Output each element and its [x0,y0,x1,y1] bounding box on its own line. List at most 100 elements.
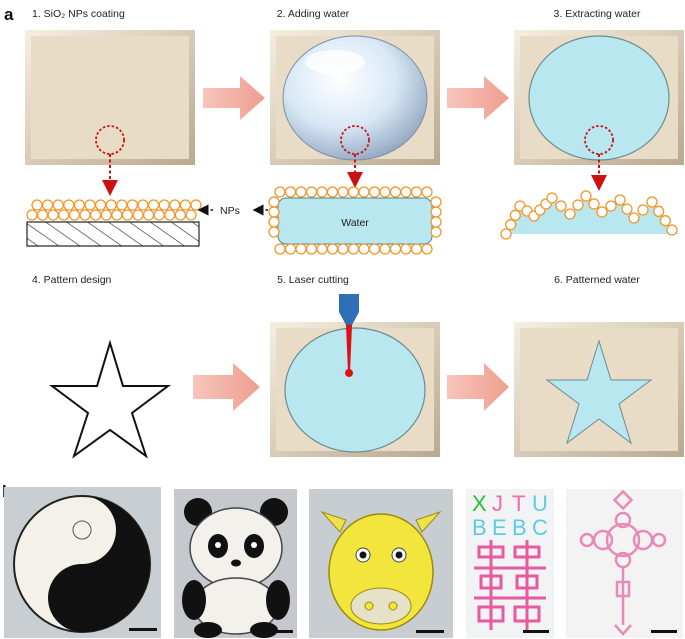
patterned-water-star [545,339,653,445]
nanoparticle [659,215,671,227]
nanoparticle [337,243,349,255]
nanoparticle [100,209,112,221]
nanoparticle [410,243,423,255]
nanoparticle [268,206,280,218]
nanoparticle [274,243,286,255]
nanoparticle [430,226,442,238]
water-label: Water [341,217,369,229]
nanoparticle [126,199,139,211]
process-arrow-4 [447,363,509,411]
nanoparticle [121,209,134,221]
nanoparticle [31,199,43,211]
nanoparticle [596,206,608,218]
nanoparticle [295,186,307,198]
nanoparticle [36,209,49,221]
np-layer-detail-1 [26,199,202,221]
droplet-highlight [305,50,365,74]
nanoparticle [646,196,658,208]
nanoparticle [58,209,70,221]
nanoparticle [179,199,192,211]
nanoparticle [421,243,433,255]
nanoparticle [41,199,54,211]
step-1-label: 1. SiO₂ NPs coating [32,8,125,20]
nanoparticle [637,204,649,216]
nanoparticle [68,209,81,221]
nanoparticle [89,209,102,221]
panel-a-letter: a [4,5,14,24]
nanoparticle [410,186,423,198]
nanoparticle [73,199,86,211]
nanoparticle [284,186,297,198]
photo-letter: B [472,515,487,540]
nanoparticle [164,209,176,221]
nanoparticle [158,199,170,211]
nanoparticle [580,190,592,202]
process-arrow-2 [447,76,509,120]
step-3-label: 3. Extracting water [554,8,641,20]
nanoparticle [368,186,381,198]
nps-label: NPs [220,205,240,217]
nanoparticle [389,186,402,198]
nanoparticle [368,243,381,255]
nanoparticle [430,216,442,228]
nanoparticle [26,209,38,221]
nanoparticle [268,196,280,208]
nanoparticle [174,209,187,221]
nanoparticle [379,243,391,255]
nanoparticle [509,209,521,221]
zoom-circle-2 [340,125,370,155]
nanoparticle [546,192,558,204]
nanoparticle [190,199,202,211]
nanoparticle [588,198,600,210]
nanoparticle [605,200,617,212]
photo-yin-yang [4,487,161,638]
photo-letter: U [532,491,548,516]
laser-nozzle [339,294,359,325]
nanoparticle [284,243,297,255]
process-arrow-3 [193,363,260,411]
nanoparticle [337,186,349,198]
nanoparticle [572,199,584,211]
nanoparticle [505,219,517,231]
nanoparticle [430,196,442,208]
laser-spot [345,369,353,377]
nanoparticle [111,209,123,221]
photo-letter: T [512,491,525,516]
step-2-label: 2. Adding water [277,8,350,20]
nanoparticle [79,209,91,221]
nanoparticle [400,243,412,255]
water-film-5 [284,327,426,453]
photo-letter: B [512,515,527,540]
photo-ox-head [309,489,453,638]
nanoparticle [105,199,117,211]
photo-letter: E [492,515,507,540]
nanoparticle [628,212,640,224]
nanoparticle [132,209,144,221]
nanoparticle [564,208,576,220]
nanoparticle [358,243,370,255]
nanoparticle [84,199,96,211]
nanoparticle [326,186,339,198]
nanoparticle [358,186,370,198]
nanoparticle [268,226,280,238]
double-happiness-pattern [474,540,546,630]
photo-letter: C [532,515,548,540]
nanoparticle [52,199,64,211]
tray-1 [25,30,195,165]
nanoparticle [153,209,165,221]
photo-panda [174,489,297,638]
nanoparticle [347,186,360,198]
hatched-substrate [26,221,200,247]
nanoparticle [137,199,149,211]
nanoparticle [185,209,197,221]
nanoparticle [347,243,360,255]
photo-chinese-knot [566,489,683,638]
nanoparticle [295,243,307,255]
nanoparticle [326,243,339,255]
nanoparticle [555,200,567,212]
nanoparticle [274,186,286,198]
zoom-circle-1 [95,125,125,155]
